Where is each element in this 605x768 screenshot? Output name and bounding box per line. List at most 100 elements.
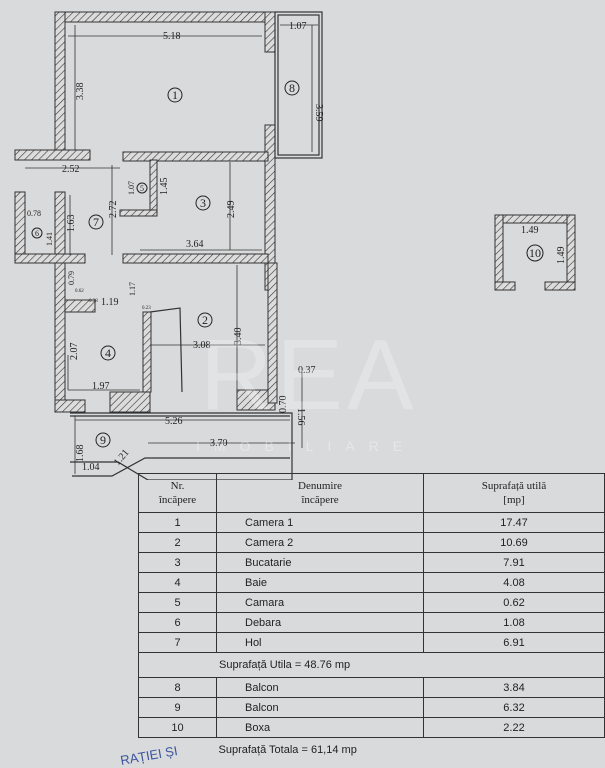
cell-area: 2.22	[423, 717, 605, 738]
cell-nr: 5	[138, 592, 217, 613]
cell-nr: 1	[138, 512, 217, 533]
cell-name: Baie	[216, 572, 424, 593]
room-number: 7	[93, 215, 99, 229]
cell-name: Boxa	[216, 717, 424, 738]
stamp: RAȚIEI ȘI	[119, 743, 179, 768]
dimension-label: 1.17	[128, 282, 137, 296]
dimension-label: 5.18	[163, 31, 181, 42]
cell-area: 6.32	[423, 697, 605, 718]
cell-area: 7.91	[423, 552, 605, 573]
dimension-label: 0.62	[75, 289, 84, 294]
dimension-label: 1.04	[82, 462, 100, 473]
cell-name: Balcon	[216, 697, 424, 718]
room-number: 3	[200, 196, 206, 210]
cell-nr: 9	[138, 697, 217, 718]
dimension-label: 0.70	[278, 396, 289, 414]
cell-name: Balcon	[216, 677, 424, 698]
cell-nr: 10	[138, 717, 217, 738]
cell-nr: 8	[138, 677, 217, 698]
dimension-label: 2.07	[69, 343, 80, 361]
subtotal-text: Suprafață Utila = 48.76 mp	[138, 652, 605, 678]
dimension-label: 2.72	[108, 201, 119, 219]
room-number: 6	[35, 229, 39, 238]
cell-area: 3.84	[423, 677, 605, 698]
room-number: 1	[172, 88, 178, 102]
dimension-label: 1.97	[92, 381, 110, 392]
cell-nr: 2	[138, 532, 217, 553]
dimension-label: 1.07	[127, 181, 136, 195]
dimension-label: 2.52	[62, 164, 80, 175]
room-numbers: 1 2 3 4 5 6 7 8 9 10	[31, 80, 544, 448]
dimension-label: 3.64	[186, 239, 204, 250]
dimension-label: 1.41	[45, 232, 54, 246]
cell-name: Debara	[216, 612, 424, 633]
dimension-label: 0.37	[298, 365, 316, 376]
cell-name: Camera 1	[216, 512, 424, 533]
dimension-label: 0.79	[67, 271, 76, 285]
room-number: 2	[202, 313, 208, 327]
dimension-label: 5.26	[165, 416, 183, 427]
room-number: 8	[289, 81, 295, 95]
dimension-label: 1.49	[521, 225, 539, 236]
dimension-labels: 5.18 3.38 1.07 3.59 2.52 3.64 2.49 1.07 …	[27, 21, 567, 473]
total-text: Suprafață Totala = 61,14 mp	[218, 744, 357, 756]
cell-name: Hol	[216, 632, 424, 653]
cell-area: 10.69	[423, 532, 605, 553]
cell-nr: 3	[138, 552, 217, 573]
cell-area: 0.62	[423, 592, 605, 613]
cell-area: 6.91	[423, 632, 605, 653]
room-number: 10	[529, 246, 541, 260]
total-row: Suprafață Totala = 61,14 mp	[139, 738, 605, 763]
room-number: 9	[100, 433, 106, 447]
cell-nr: 4	[138, 572, 217, 593]
dimension-label: 3.40	[233, 328, 244, 346]
dimension-label: 1.45	[159, 178, 170, 196]
cell-nr: 6	[138, 612, 217, 633]
room-number: 4	[105, 346, 111, 360]
dimension-label: 1.68	[75, 445, 86, 463]
room-number: 5	[140, 184, 144, 193]
cell-name: Camara	[216, 592, 424, 613]
dimension-label: 2.49	[226, 201, 237, 219]
dimension-label: 3.08	[193, 340, 211, 351]
watermark-sub: IMOBILIARE	[196, 438, 417, 454]
header-nr: Nr.încăpere	[138, 473, 217, 513]
dimension-label: 1.56	[295, 408, 306, 426]
cell-area: 17.47	[423, 512, 605, 533]
dimension-label: 0.23	[142, 306, 151, 311]
cell-area: 4.08	[423, 572, 605, 593]
dimension-label: 1.63	[66, 215, 77, 233]
subtotal-row: Suprafață Utila = 48.76 mp	[138, 652, 605, 678]
dimension-lines	[25, 24, 318, 474]
cell-name: Camera 2	[216, 532, 424, 553]
dimension-label: 0.78	[27, 209, 41, 218]
dimension-label: 3.70	[210, 438, 228, 449]
dimension-label: 1.49	[556, 247, 567, 265]
cell-name: Bucatarie	[216, 552, 424, 573]
watermark-logo: REA	[200, 319, 418, 431]
cell-area: 1.08	[423, 612, 605, 633]
walls	[14, 11, 576, 413]
dimension-label: 3.59	[313, 104, 324, 122]
cell-nr: 7	[138, 632, 217, 653]
floor-plan: 1 2 3 4 5 6 7 8 9 10 5.18 3.38 1.07 3.59…	[14, 11, 576, 480]
dimension-label: 0.38	[89, 299, 98, 304]
balcony-outlines	[70, 11, 323, 480]
dimension-label: 3.38	[75, 83, 86, 101]
header-area: Suprafață utilă[mp]	[423, 473, 605, 513]
dimension-label: 1.21	[112, 447, 132, 467]
dimension-label: 1.07	[289, 21, 307, 32]
